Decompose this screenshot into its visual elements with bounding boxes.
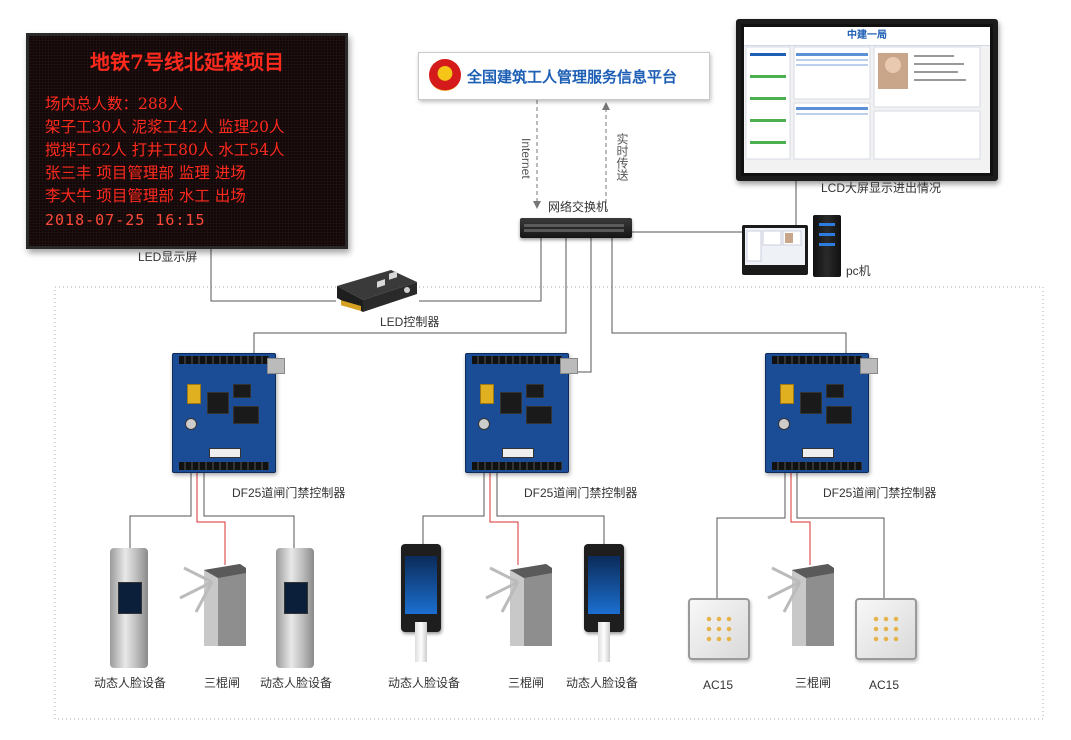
switch-board2-link xyxy=(556,238,592,373)
led-line: 架子工30人 泥浆工42人 监理20人 xyxy=(45,118,285,136)
switch-pc-link xyxy=(632,226,761,233)
tripod-turnstile xyxy=(179,564,246,646)
platform-name: 全国建筑工人管理服务信息平台 xyxy=(467,69,678,86)
network-switch xyxy=(520,218,632,238)
device-label: 动态人脸设备 xyxy=(388,676,461,690)
switch-board3-link xyxy=(611,238,847,358)
device-label: 动态人脸设备 xyxy=(94,676,167,690)
led-screen-caption: LED显示屏 xyxy=(138,250,198,264)
device-label: 动态人脸设备 xyxy=(566,676,639,690)
controller-label: DF25道闸门禁控制器 xyxy=(524,486,638,500)
face-recognition-pole xyxy=(110,548,148,668)
national-emblem-icon xyxy=(429,59,461,91)
access-controller-board xyxy=(465,353,578,473)
lcd-big-screen: 中建一局 xyxy=(736,19,998,181)
site-boundary xyxy=(54,286,1044,720)
face-recognition-pole xyxy=(276,548,314,668)
led-title: 地铁7号线北延楼项目 xyxy=(90,50,284,74)
device-label: 三棍闸 xyxy=(508,676,545,690)
led-controller-label: LED控制器 xyxy=(380,315,440,329)
switch-board1-link xyxy=(253,238,567,358)
lcd-dashboard xyxy=(745,46,981,160)
led-screen-link xyxy=(210,246,336,302)
device-label: AC15 xyxy=(869,678,900,692)
led-controller xyxy=(333,268,419,314)
internet-label: Internet xyxy=(519,138,533,179)
face-recognition-panel xyxy=(584,544,624,632)
controller-label: DF25道闸门禁控制器 xyxy=(823,486,937,500)
switch-label: 网络交换机 xyxy=(548,200,609,214)
platform-banner: 全国建筑工人管理服务信息平台 xyxy=(418,52,710,100)
panel-stand xyxy=(415,622,427,662)
led-line: 李大牛 项目管理部 水工 出场 xyxy=(45,187,246,205)
controller-label: DF25道闸门禁控制器 xyxy=(232,486,346,500)
ac15-keypad xyxy=(688,598,750,660)
tripod-turnstile xyxy=(767,564,834,646)
device-label: 三棍闸 xyxy=(795,676,832,690)
lcd-caption: LCD大屏显示进出情况 xyxy=(821,181,942,195)
tripod-turnstile xyxy=(485,564,552,646)
led-line: 场内总人数：288人 xyxy=(45,95,184,113)
realtime-label: 实时传送 xyxy=(615,133,629,181)
ledctl-switch-link xyxy=(419,238,542,302)
pc-monitor xyxy=(742,225,808,275)
face-recognition-panel xyxy=(401,544,441,632)
device-label: AC15 xyxy=(703,678,734,692)
pc-tower xyxy=(813,215,841,277)
panel-stand xyxy=(598,622,610,662)
led-line: 搅拌工62人 打井工80人 水工54人 xyxy=(45,141,285,159)
device-label: 三棍闸 xyxy=(204,676,241,690)
led-display-screen: 地铁7号线北延楼项目 场内总人数：288人 架子工30人 泥浆工42人 监理20… xyxy=(26,33,348,249)
pc-label: pc机 xyxy=(846,264,871,278)
device-label: 动态人脸设备 xyxy=(260,676,333,690)
led-datetime: 2018-07-25 16:15 xyxy=(45,211,206,229)
access-controller-board xyxy=(172,353,285,473)
led-line: 张三丰 项目管理部 监理 进场 xyxy=(45,164,246,182)
lcd-header: 中建一局 xyxy=(744,27,990,46)
ac15-keypad xyxy=(855,598,917,660)
access-controller-board xyxy=(765,353,878,473)
